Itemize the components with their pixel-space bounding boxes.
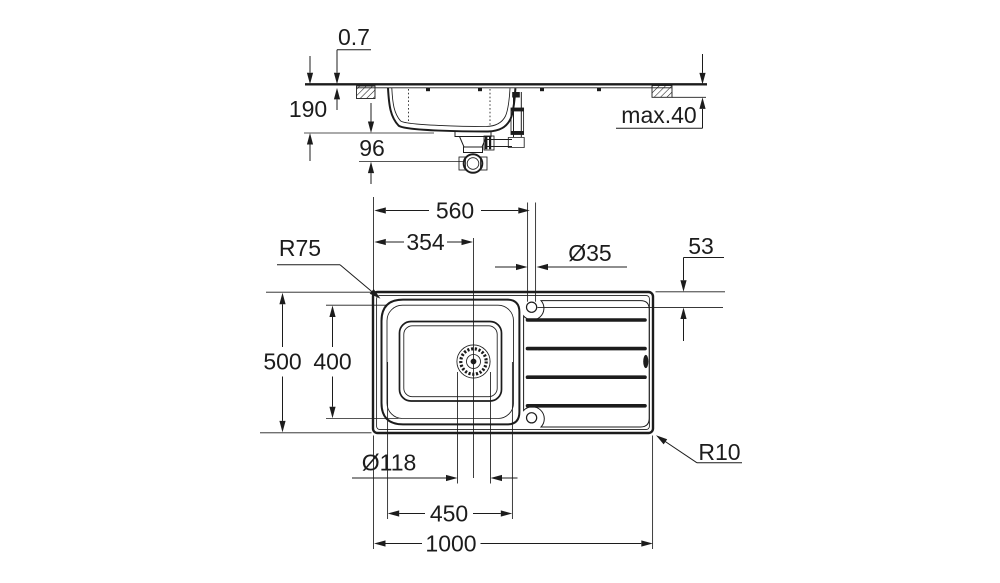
dim-label-max-worktop: max.40 [621,102,696,128]
dim-drain-dia: Ø118 [352,450,518,482]
dim-tap-from-rear: 53 [680,233,724,341]
dim-drain-from-left: 354 [374,229,473,255]
dim-label-bowl-inner-depth: 400 [313,349,351,375]
drain-trap [458,153,488,174]
dim-outlet-drop: 96 [359,103,464,184]
dim-tap-from-left: 560 [374,198,530,224]
dim-rim-height: 0.7 [333,24,371,110]
dim-label-bowl-inner-width: 450 [430,501,468,527]
drainboard-grooves [525,318,647,408]
dim-tap-dia: Ø35 [495,240,627,271]
dim-label-bowl-depth: 190 [289,96,327,122]
dim-overall-length: 1000 [374,531,653,557]
overflow-pipe [483,92,525,151]
tap-hole-top [525,301,538,313]
dim-label-overall-depth: 500 [263,349,301,375]
dim-label-drain-from-left: 354 [406,229,445,255]
dim-label-bowl-radius: R75 [279,235,321,261]
dim-label-overall-length: 1000 [425,531,476,557]
bowl-outline [380,298,521,426]
fastening-hooks [426,88,601,92]
dim-label-rim-height: 0.7 [338,24,370,50]
mounting-clamp-left [356,85,376,99]
mounting-clamp-right [651,85,673,98]
bowl-base-outer [398,320,503,402]
extension-lines [260,197,725,549]
dim-overall-depth: 500 [263,292,302,433]
dim-bowl-inner-width: 450 [387,501,513,527]
dim-label-corner-radius: R10 [698,439,740,465]
dim-bowl-inner-depth: 400 [313,305,352,419]
callout-bowl-radius: R75 [277,235,381,299]
bowl-base-inner [403,325,498,398]
dim-label-tap-from-rear: 53 [688,233,714,259]
overflow-slot [643,354,649,369]
callout-corner-radius: R10 [656,435,742,465]
side-section-view: 0.7 190 96 max.40 [289,24,707,184]
sink-outer-edge [371,290,655,435]
plan-view: 560 354 Ø35 53 [260,197,742,557]
dim-label-outlet-drop: 96 [359,135,385,161]
dim-label-drain-dia: Ø118 [362,450,417,476]
dim-label-tap-dia: Ø35 [568,240,611,266]
basin-profile-inner [391,87,511,127]
drain-flange [454,131,492,153]
bowl-inner-rim [386,304,514,419]
dim-label-tap-from-left: 560 [436,198,474,224]
tap-hole-bottom [525,412,538,424]
dim-bowl-depth: 190 [289,56,434,161]
dim-max-worktop: max.40 [616,54,706,129]
